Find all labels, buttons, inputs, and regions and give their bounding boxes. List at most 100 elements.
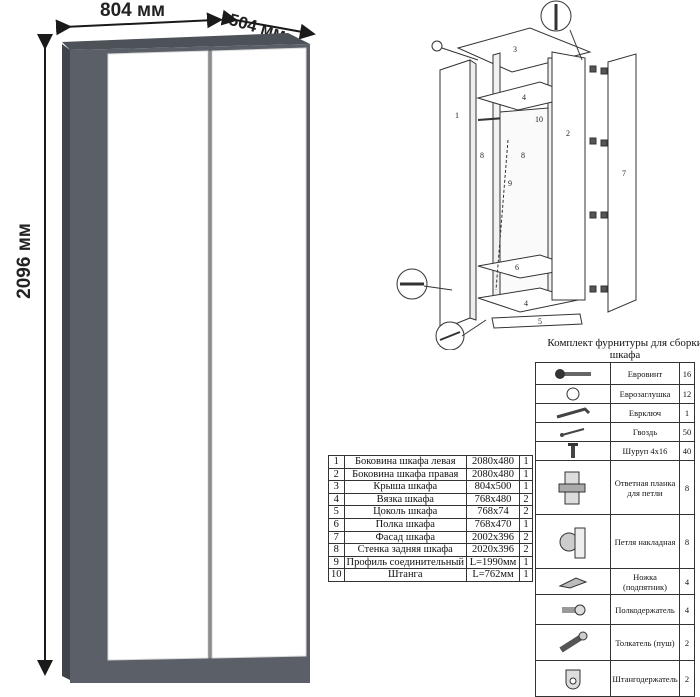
parts-size-cell: 2080х480 [466, 455, 520, 469]
hardware-qty-cell: 4 [679, 594, 695, 625]
hardware-name-cell: Евровинт [610, 362, 680, 385]
parts-size-cell: 2002х396 [466, 530, 520, 545]
parts-num-cell: 5 [328, 505, 345, 519]
parts-num-cell: 2 [328, 467, 345, 482]
hardware-name-cell: Толкатель (пуш) [610, 624, 680, 661]
hardware-name-cell: Еврозаглушка [610, 384, 680, 404]
parts-name-cell: Профиль соединительный [343, 555, 467, 570]
parts-num-cell: 3 [328, 480, 345, 494]
depth-arrow [220, 9, 316, 40]
nail-icon [535, 422, 611, 442]
parts-num-cell: 8 [328, 543, 345, 557]
diagram-label: 5 [538, 317, 542, 326]
rod-holder-icon [535, 660, 611, 697]
parts-num-cell: 10 [328, 568, 345, 582]
parts-num-cell: 6 [328, 517, 345, 532]
parts-qty-cell: 1 [519, 568, 533, 582]
hardware-name-cell: Гвоздь [610, 422, 680, 442]
hardware-name-cell: Шуруп 4х16 [610, 441, 680, 461]
parts-name-cell: Стенка задняя шкафа [343, 543, 467, 557]
hardware-name-cell: Петля накладная [610, 514, 680, 569]
diagram-label: 8 [480, 151, 484, 160]
hardware-qty-cell: 2 [679, 660, 695, 697]
hardware-name-cell: Ножка (подпятник) [610, 568, 680, 595]
parts-size-cell: 804х500 [466, 480, 520, 494]
diagram-label: 1 [455, 111, 459, 120]
hardware-qty-cell: 50 [679, 422, 695, 442]
right-door [211, 47, 307, 659]
parts-name-cell: Фасад шкафа [343, 530, 467, 545]
eurovint-icon [535, 362, 611, 385]
parts-size-cell: L=762мм [466, 568, 520, 582]
hardware-title: Комплект фурнитуры для сборки шкафа [547, 337, 700, 361]
parts-qty-cell: 1 [519, 517, 533, 532]
parts-qty-cell: 1 [519, 467, 533, 482]
parts-qty-cell: 1 [519, 455, 533, 469]
screw-icon [535, 441, 611, 461]
wardrobe-left-edge [62, 44, 70, 680]
part-right-panel [551, 51, 586, 301]
wardrobe-render [37, 9, 316, 683]
parts-qty-cell: 2 [519, 530, 533, 545]
parts-qty-cell: 2 [519, 492, 533, 507]
push-latch-icon [535, 624, 611, 661]
table-row: Ножка (подпятник)4 [535, 568, 695, 595]
parts-num-cell: 9 [328, 555, 345, 570]
diagram-label: 3 [513, 45, 517, 54]
parts-size-cell: 768х74 [466, 505, 520, 519]
parts-size-cell: 768х480 [466, 492, 520, 507]
part-left-panel [439, 59, 471, 331]
hardware-name-cell: Ответная планка для петли [610, 460, 680, 515]
parts-num-cell: 7 [328, 530, 345, 545]
shelf-support-icon [535, 594, 611, 625]
hinge-plate-icon [535, 460, 611, 515]
parts-qty-cell: 2 [519, 505, 533, 519]
parts-size-cell: 2080х480 [466, 467, 520, 482]
hardware-name-cell: Штангодержатель [610, 660, 680, 697]
diagram-label: 2 [566, 129, 570, 138]
parts-num-cell: 4 [328, 492, 345, 507]
parts-name-cell: Боковина шкафа левая [343, 455, 467, 469]
parts-qty-cell: 2 [519, 543, 533, 557]
hardware-qty-cell: 8 [679, 460, 695, 515]
parts-name-cell: Крыша шкафа [343, 480, 467, 494]
diagram-label: 6 [515, 263, 519, 272]
parts-size-cell: 2020х396 [466, 543, 520, 557]
table-row: Толкатель (пуш)2 [535, 624, 695, 661]
parts-name-cell: Полка шкафа [343, 517, 467, 532]
diagram-label: 4 [522, 93, 526, 102]
left-door [107, 50, 209, 661]
hardware-qty-cell: 40 [679, 441, 695, 461]
diagram-label: 4 [524, 299, 528, 308]
foot-icon [535, 568, 611, 595]
hardware-qty-cell: 16 [679, 362, 695, 385]
width-arrow [55, 12, 223, 36]
wardrobe-top [62, 33, 310, 50]
hardware-name-cell: Еврключ [610, 403, 680, 423]
cap-callout-icon [431, 40, 443, 52]
cap-icon [535, 384, 611, 404]
parts-name-cell: Вязка шкафа [343, 492, 467, 507]
hardware-qty-cell: 2 [679, 624, 695, 661]
hardware-qty-cell: 12 [679, 384, 695, 404]
part-profile [495, 139, 509, 291]
hardware-qty-cell: 1 [679, 403, 695, 423]
parts-size-cell: 768х470 [466, 517, 520, 532]
exploded-assembly-diagram: 1 2 3 4 4 5 6 7 8 8 9 10 [396, 0, 637, 350]
